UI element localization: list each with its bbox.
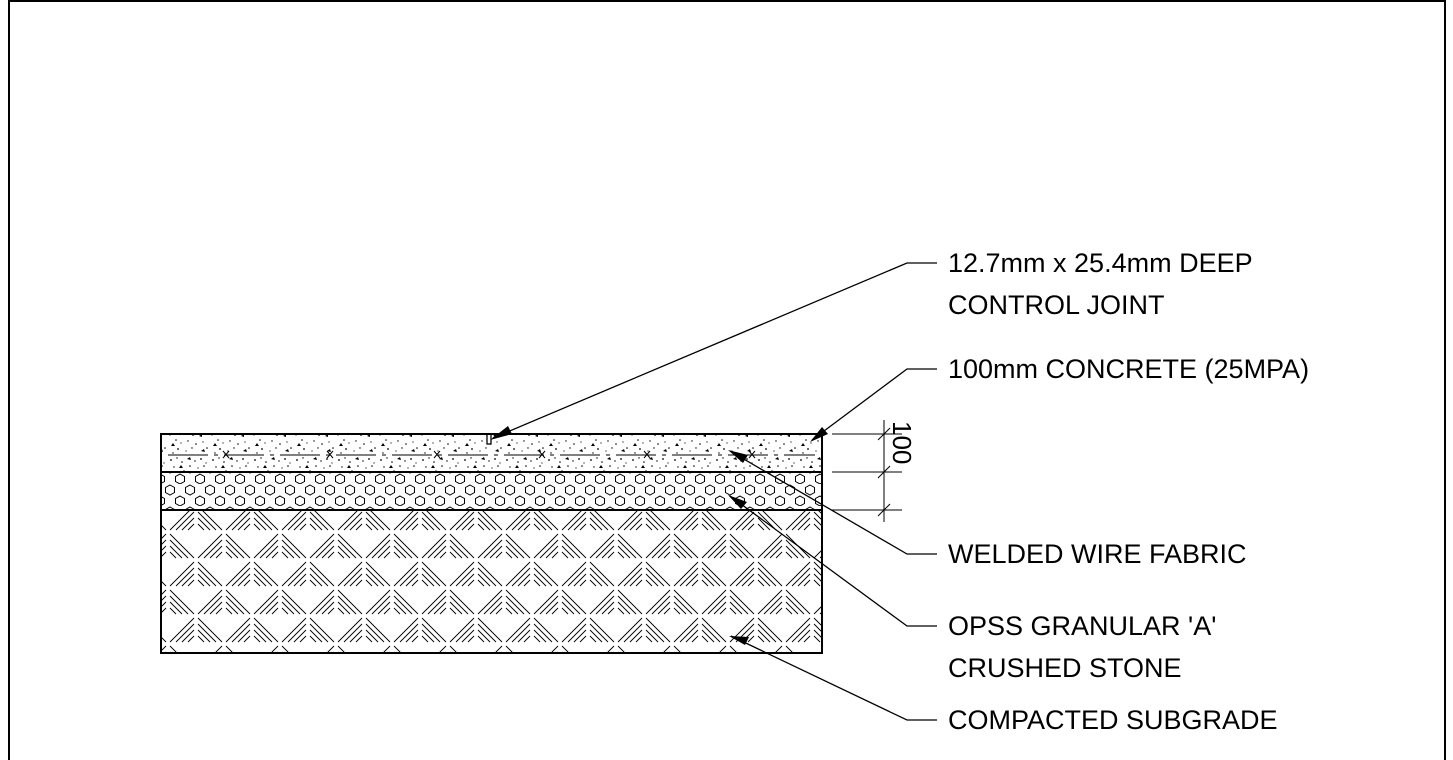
leader-wire-fabric xyxy=(728,450,937,555)
label-concrete: 100mm CONCRETE (25MPA) xyxy=(948,354,1309,384)
leader-subgrade xyxy=(729,635,937,721)
leader-control-joint xyxy=(490,262,937,440)
section-outlines xyxy=(160,433,823,654)
wire-fabric-marks xyxy=(222,450,756,459)
label-granular-line2: CRUSHED STONE xyxy=(948,653,1182,683)
granular-layer xyxy=(161,472,822,510)
label-control-joint-line2: CONTROL JOINT xyxy=(948,290,1165,320)
thickness-dimension: 100 xyxy=(832,420,917,522)
label-wire-fabric: WELDED WIRE FABRIC xyxy=(948,539,1247,569)
drawing-border xyxy=(8,0,1446,760)
label-control-joint-line1: 12.7mm x 25.4mm DEEP xyxy=(948,248,1253,278)
concrete-layer xyxy=(161,434,822,472)
label-granular-line1: OPSS GRANULAR 'A' xyxy=(948,611,1216,641)
label-subgrade: COMPACTED SUBGRADE xyxy=(948,705,1278,735)
leader-granular xyxy=(728,495,937,627)
control-joint-notch xyxy=(486,434,492,445)
subgrade-layer xyxy=(161,510,822,653)
dimension-value: 100 xyxy=(887,421,917,464)
leader-concrete xyxy=(810,368,937,442)
